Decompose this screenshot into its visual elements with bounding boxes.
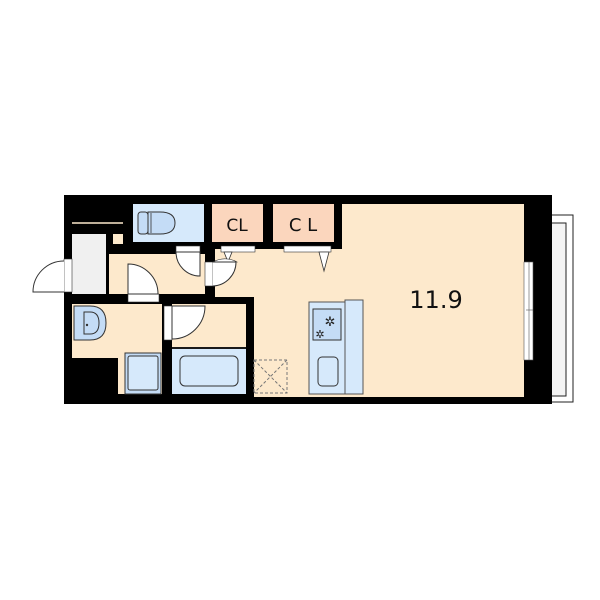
bathtub-icon — [179, 355, 239, 387]
washbasin-icon — [73, 305, 107, 341]
entrance — [72, 234, 106, 294]
burner-icon: ✲ — [315, 329, 324, 341]
window[interactable] — [523, 261, 534, 361]
toilet-door[interactable] — [175, 245, 201, 277]
toilet-icon — [137, 211, 176, 235]
bathroom-door[interactable] — [163, 305, 206, 341]
closet-2-door[interactable] — [318, 251, 330, 273]
closet-1-door[interactable] — [223, 251, 233, 264]
refrigerator-space — [253, 359, 288, 394]
closet-2 — [273, 204, 334, 242]
closet-side-door[interactable] — [204, 258, 239, 287]
washing-machine-icon — [124, 352, 162, 395]
room-area-label: 11.9 — [409, 286, 462, 314]
entry-door[interactable] — [32, 258, 73, 293]
closet-1 — [212, 204, 263, 242]
stove-icon — [312, 308, 342, 341]
closet-1-label: CL — [226, 216, 248, 236]
closet-2-label: C L — [289, 215, 317, 236]
burner-icon: ✲ — [325, 314, 336, 329]
main-room — [342, 204, 524, 397]
sink-icon — [317, 356, 339, 387]
washroom-door[interactable] — [127, 263, 160, 303]
kitchen: ✲ ✲ — [308, 299, 364, 395]
